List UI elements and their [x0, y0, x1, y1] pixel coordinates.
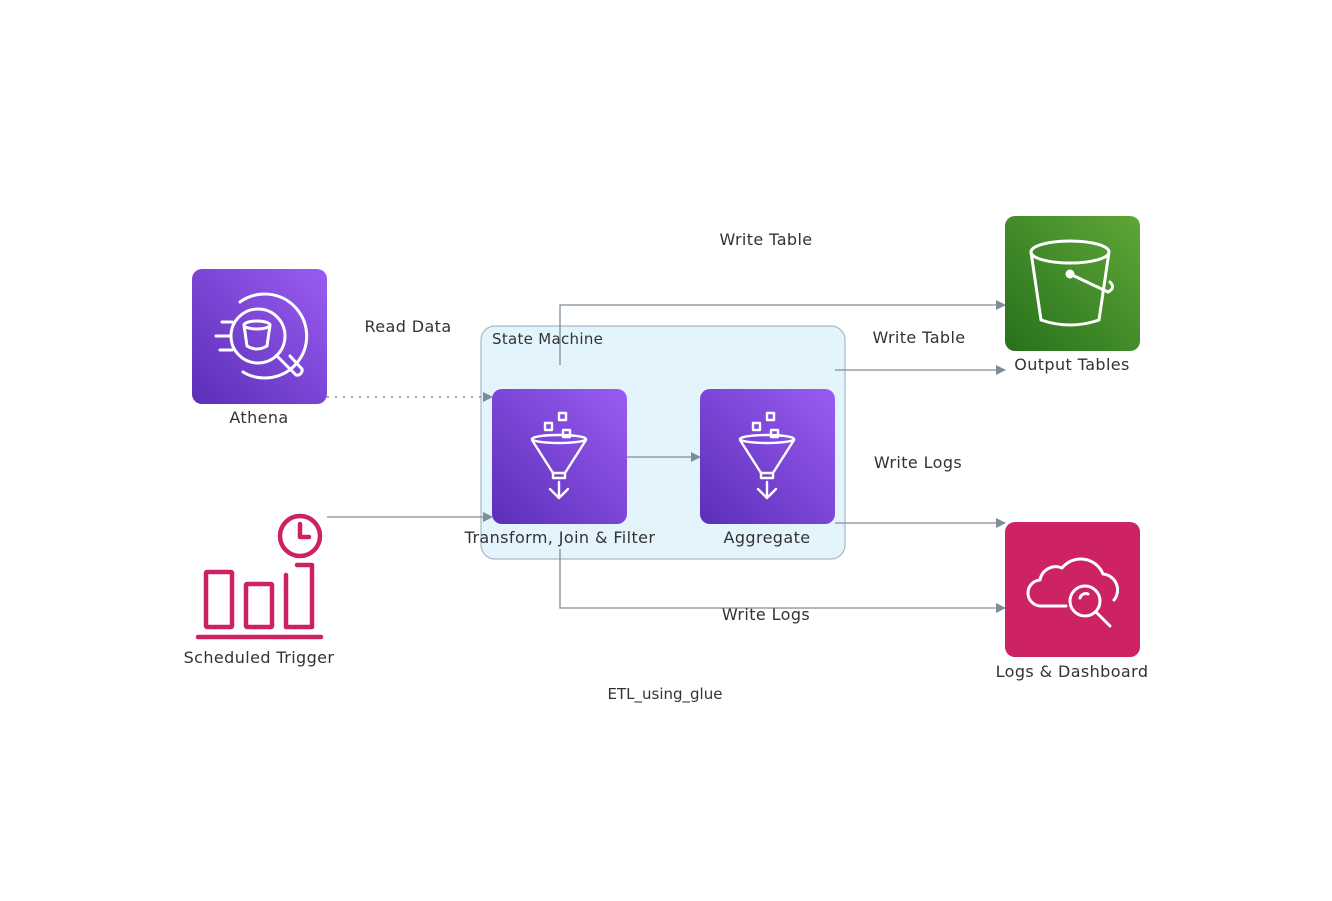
node-transform-join-filter[interactable]: Transform, Join & Filter [464, 389, 656, 547]
athena-label: Athena [229, 408, 288, 427]
s3-bucket-icon [1029, 239, 1115, 327]
logs-dashboard-label: Logs & Dashboard [996, 662, 1149, 681]
edge-label-write-table-mid: Write Table [872, 328, 965, 347]
logs-cloudwatch-icon [1005, 522, 1140, 657]
node-athena[interactable]: Athena [192, 269, 327, 427]
glue-funnel-icon [738, 411, 796, 500]
node-aggregate[interactable]: Aggregate [700, 389, 835, 547]
edge-label-write-logs-bottom: Write Logs [722, 605, 810, 624]
node-scheduled-trigger[interactable]: Scheduled Trigger [184, 513, 335, 667]
edges [327, 300, 1006, 613]
node-logs-dashboard[interactable]: Logs & Dashboard [996, 522, 1149, 681]
edge-label-read-data: Read Data [364, 317, 451, 336]
cluster-label: State Machine [492, 330, 603, 348]
aggregate-label: Aggregate [723, 528, 810, 547]
edge-write-table-top [559, 300, 1006, 365]
scheduled-trigger-label: Scheduled Trigger [184, 648, 335, 667]
transform-glue-icon [492, 389, 627, 524]
node-output-tables[interactable]: Output Tables [1005, 216, 1140, 374]
aggregate-glue-icon [700, 389, 835, 524]
cloudwatch-icon [1026, 557, 1119, 628]
edge-write-logs-bottom [559, 549, 1006, 613]
diagram-caption: ETL_using_glue [608, 685, 723, 704]
edge-label-write-logs-mid: Write Logs [874, 453, 962, 472]
output-s3-icon [1005, 216, 1140, 351]
athena-magnifier-glyph [214, 292, 309, 380]
output-tables-label: Output Tables [1014, 355, 1130, 374]
edge-label-write-table-top: Write Table [719, 230, 812, 249]
transform-label: Transform, Join & Filter [464, 528, 656, 547]
glue-funnel-icon [530, 411, 588, 500]
scheduled-trigger-icon [195, 513, 324, 640]
